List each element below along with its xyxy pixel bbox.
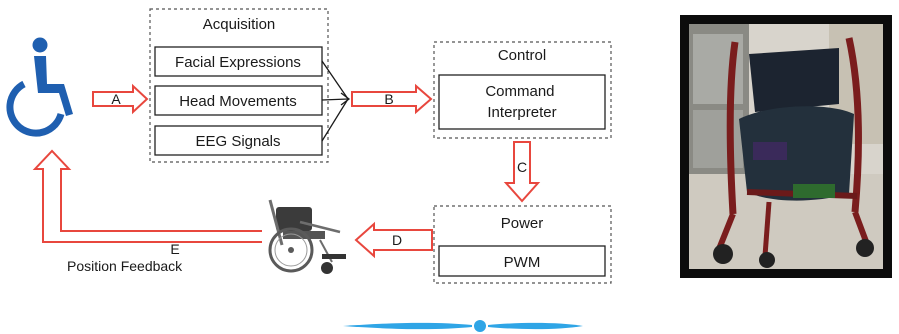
prototype-photo-frame — [680, 15, 892, 278]
command-interpreter-box — [438, 74, 606, 130]
power-title: Power — [501, 215, 544, 232]
decorative-divider — [343, 320, 583, 332]
converging-lines — [321, 60, 351, 142]
head-movements-label: Head Movements — [179, 93, 297, 110]
eeg-signals-label: EEG Signals — [195, 133, 280, 150]
acquisition-title: Acquisition — [203, 16, 276, 33]
position-feedback-label: Position Feedback — [67, 258, 183, 274]
command-interpreter-label: Command Interpreter — [485, 83, 558, 121]
arrow-b: B — [351, 83, 433, 115]
control-title: Control — [498, 47, 546, 64]
arrow-d-label: D — [392, 232, 402, 248]
power-block: Power PWM — [433, 205, 612, 284]
wheelchair-icon — [268, 199, 346, 274]
control-block: Control Command Interpreter — [433, 41, 612, 139]
arrow-c-label: C — [517, 159, 527, 175]
pwm-label: PWM — [504, 254, 541, 271]
arrow-a-label: A — [111, 91, 121, 107]
arrow-e: E Position Feedback — [32, 149, 262, 274]
arrow-b-label: B — [384, 91, 393, 107]
facial-expressions-label: Facial Expressions — [175, 54, 301, 71]
arrow-a: A — [92, 83, 149, 115]
head-movements-box — [154, 85, 323, 116]
pwm-box — [438, 245, 606, 277]
arrow-c: C — [503, 141, 541, 203]
arrow-d: D — [354, 221, 433, 259]
wheelchair-user-icon — [6, 37, 73, 137]
acquisition-block: Acquisition Facial Expressions Head Move… — [149, 8, 329, 163]
arrow-e-label: E — [170, 241, 179, 257]
wheelchair-prototype-photo — [689, 24, 883, 269]
